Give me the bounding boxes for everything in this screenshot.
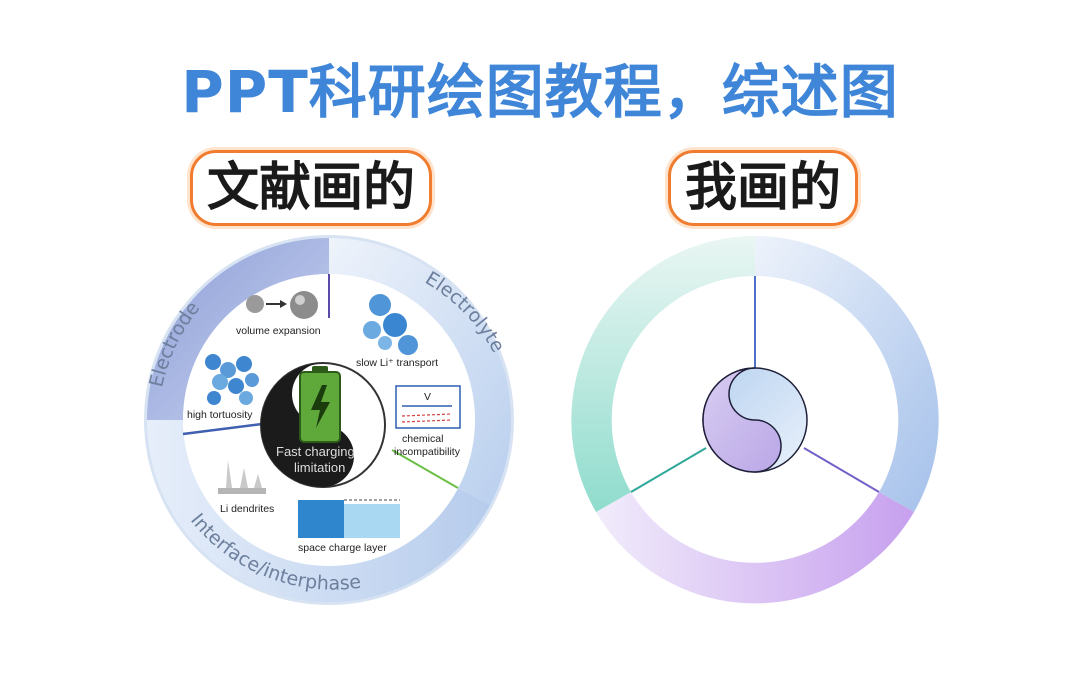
li-dendrites-label: Li dendrites: [220, 503, 274, 515]
slow-transport-illustration: [363, 294, 418, 355]
high-tortuosity-illustration: [205, 354, 259, 405]
ring-electrolyte: [329, 238, 512, 505]
incompatibility-label: incompatibility: [394, 446, 461, 458]
my-diagram: [571, 236, 939, 604]
my-drawing-label: 我画的: [668, 150, 859, 226]
ring-segment-teal: [571, 236, 755, 512]
literature-label: 文献画的: [190, 150, 433, 226]
slow-transport-label: slow Li⁺ transport: [356, 357, 438, 369]
li-dendrites-illustration: [218, 460, 266, 494]
ring-interface: [146, 420, 491, 603]
center-label-line1: Fast charging: [276, 444, 355, 459]
page-title: PPT科研绘图教程，综述图: [181, 58, 899, 126]
ring-segment-purple: [596, 492, 914, 604]
center-emblem: Fast charging limitation: [260, 362, 386, 488]
space-charge-label: space charge layer: [298, 542, 387, 554]
space-charge-illustration: [298, 499, 400, 538]
literature-diagram: Electrode Electrolyte Interface/interpha…: [144, 235, 514, 605]
yin-yang-emblem: [702, 367, 808, 473]
high-tortuosity-label: high tortuosity: [187, 409, 253, 421]
volume-expansion-illustration: [246, 291, 318, 319]
center-label-line2: limitation: [294, 460, 345, 475]
ring-segment-blue: [755, 236, 939, 512]
chemical-incompatibility-illustration: [395, 385, 461, 429]
chemical-label: chemical: [402, 433, 443, 445]
ring-electrode: [147, 238, 329, 420]
volume-expansion-label: volume expansion: [236, 325, 321, 337]
voltage-label: V: [424, 391, 431, 403]
battery-icon: [299, 366, 341, 443]
